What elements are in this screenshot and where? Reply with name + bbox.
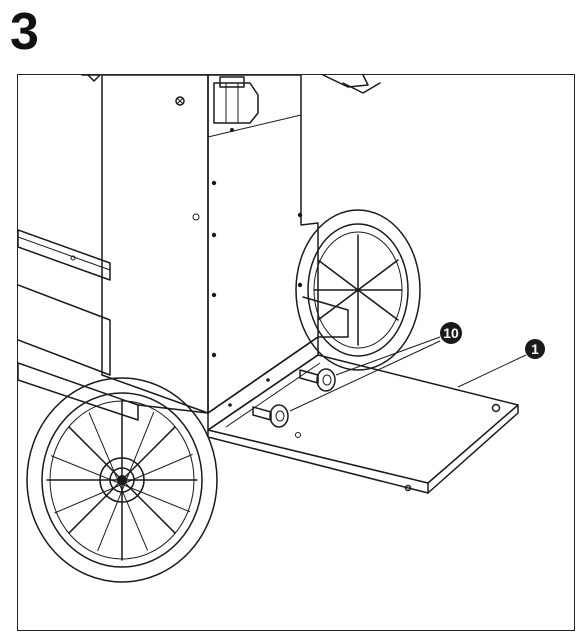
screw-lower bbox=[252, 404, 289, 428]
tray bbox=[207, 354, 519, 494]
step-number: 3 bbox=[10, 3, 39, 61]
svg-text:10: 10 bbox=[443, 325, 459, 341]
illustration-frame: 10 1 bbox=[17, 74, 575, 631]
front-left-wheel bbox=[26, 377, 218, 583]
leader-tray bbox=[457, 354, 527, 388]
leader-screws-upper bbox=[335, 336, 441, 376]
rear-right-wheel bbox=[295, 209, 421, 371]
handle-top-right bbox=[322, 75, 381, 94]
svg-text:1: 1 bbox=[531, 341, 539, 357]
cabinet bbox=[101, 75, 319, 414]
callout-10: 10 bbox=[440, 322, 462, 344]
left-frame-rails bbox=[18, 75, 139, 421]
callout-1: 1 bbox=[525, 339, 545, 359]
leader-screws-lower bbox=[289, 340, 441, 412]
screw-upper bbox=[299, 368, 336, 392]
assembly-illustration: 10 1 bbox=[18, 75, 545, 583]
